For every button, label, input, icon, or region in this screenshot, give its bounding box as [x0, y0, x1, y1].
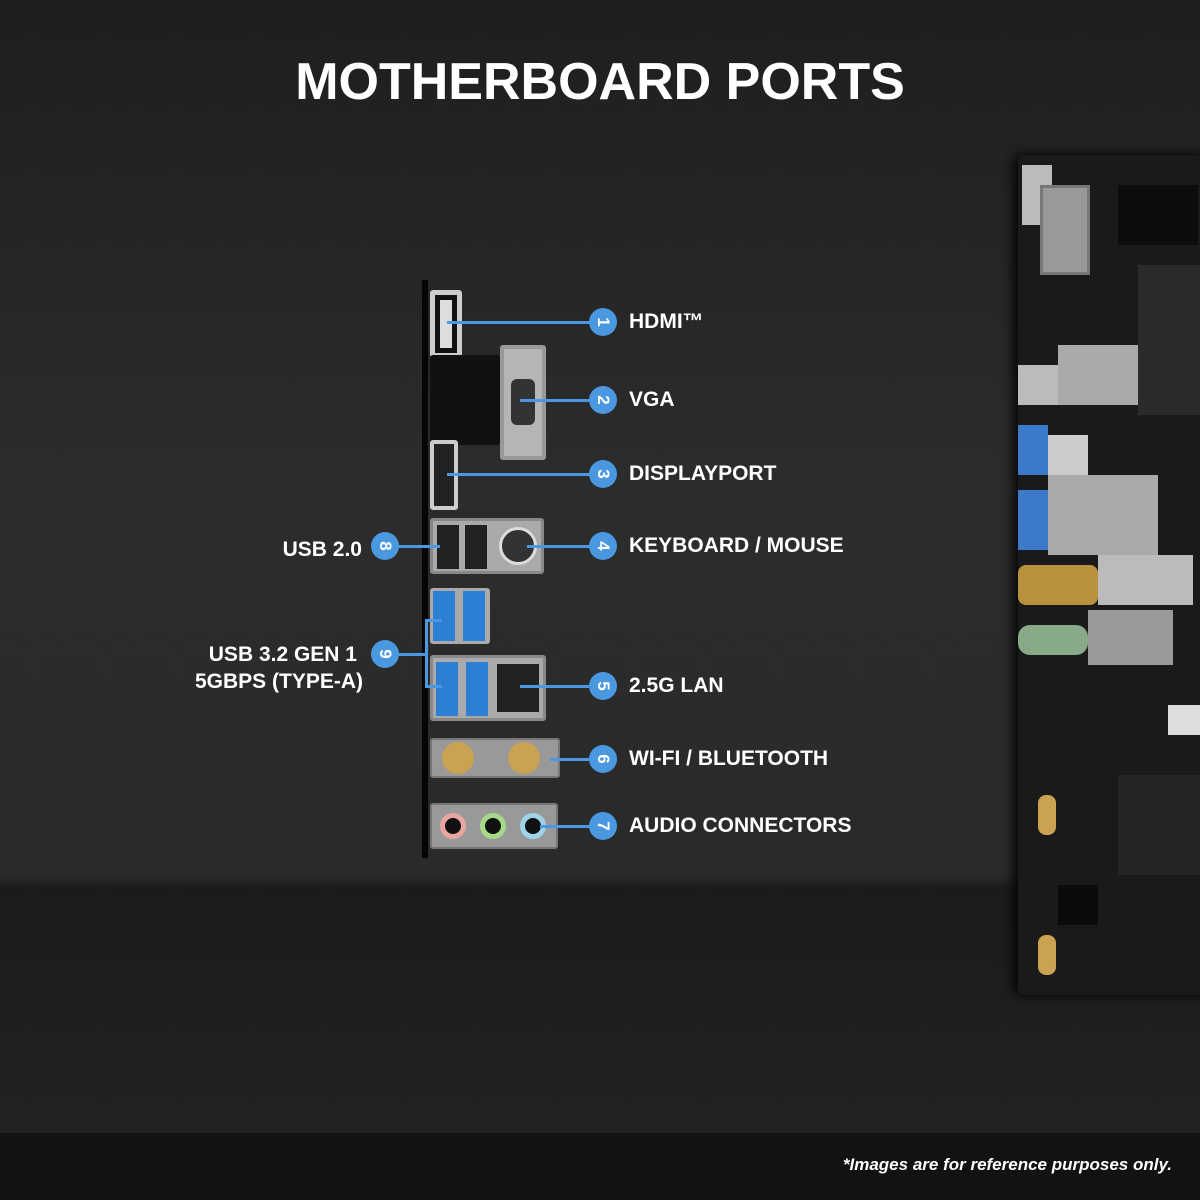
leader-line-8 [396, 545, 440, 548]
io-panel-edge [422, 280, 428, 858]
leader-line-9-top [425, 619, 442, 622]
label-vga: VGA [629, 388, 675, 411]
leader-line-9-vertical [425, 620, 428, 688]
usb2-ps2-port [430, 518, 544, 574]
leader-line-4 [527, 545, 592, 548]
leader-line-1 [447, 321, 592, 324]
hdmi-port [430, 290, 462, 358]
footer-bar: *Images are for reference purposes only. [0, 1133, 1200, 1200]
label-keyboard-mouse: KEYBOARD / MOUSE [629, 534, 844, 557]
label-hdmi: HDMI™ [629, 310, 704, 333]
motherboard-image [1018, 155, 1200, 995]
label-audio: AUDIO CONNECTORS [629, 814, 852, 837]
leader-line-6 [550, 758, 592, 761]
badge-3: 3 [589, 460, 617, 488]
wifi-antenna-port [430, 738, 560, 778]
label-usb3-line2: 5GBPS (TYPE-A) [194, 670, 363, 693]
leader-line-9 [396, 653, 426, 656]
label-lan: 2.5G LAN [629, 674, 724, 697]
audio-port [430, 803, 558, 849]
leader-line-9-bottom [425, 685, 442, 688]
badge-2: 2 [589, 386, 617, 414]
badge-6: 6 [589, 745, 617, 773]
badge-9: 9 [371, 640, 399, 668]
vga-port [500, 345, 546, 460]
badge-8: 8 [371, 532, 399, 560]
label-usb2: USB 2.0 [282, 538, 362, 561]
label-usb3-line1: USB 3.2 GEN 1 [208, 643, 357, 666]
badge-5: 5 [589, 672, 617, 700]
page-title: MOTHERBOARD PORTS [295, 53, 905, 111]
leader-line-5 [520, 685, 592, 688]
usb3-lan-port [430, 655, 546, 721]
disclaimer: *Images are for reference purposes only. [842, 1155, 1172, 1174]
leader-line-2 [520, 399, 592, 402]
badge-1: 1 [589, 308, 617, 336]
leader-line-7 [540, 825, 592, 828]
leader-line-3 [447, 473, 592, 476]
vga-bracket [430, 355, 500, 445]
usb3-port-top [430, 588, 490, 644]
label-displayport: DISPLAYPORT [629, 462, 777, 485]
badge-4: 4 [589, 532, 617, 560]
badge-7: 7 [589, 812, 617, 840]
label-wifi-bluetooth: WI-FI / BLUETOOTH [629, 747, 829, 770]
